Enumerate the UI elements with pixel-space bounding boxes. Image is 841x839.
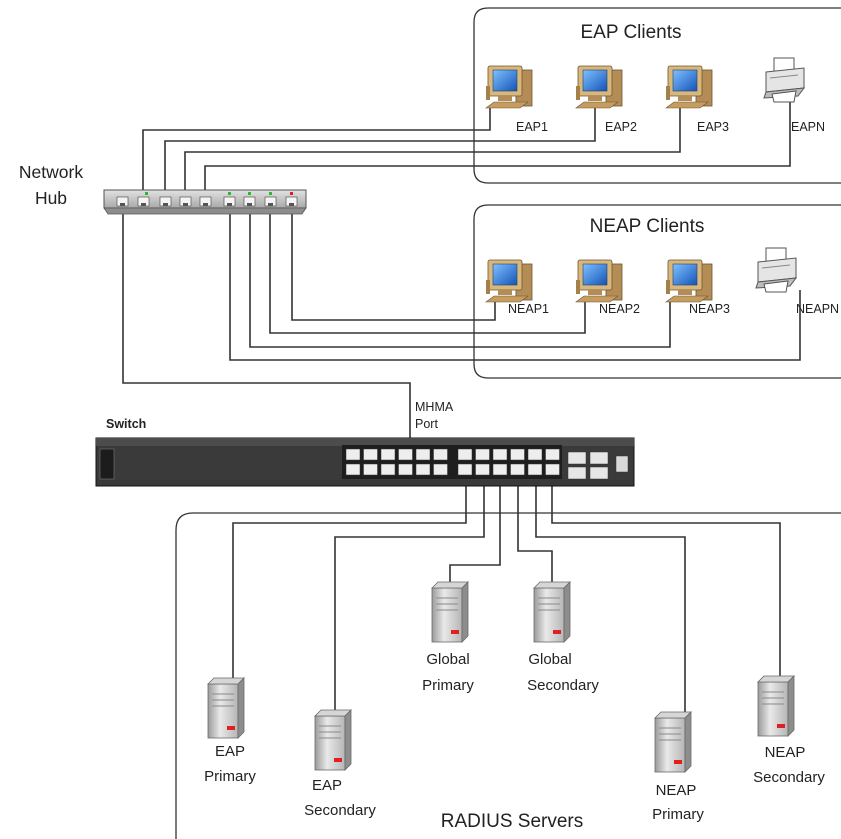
neap1-label: NEAP1 — [508, 302, 549, 316]
switch-port-icon — [380, 463, 396, 476]
eap1-computer-icon — [485, 65, 533, 109]
neap2-label: NEAP2 — [599, 302, 640, 316]
switch-port-icon — [475, 463, 490, 476]
mhma-port-line1: MHMA — [415, 400, 454, 414]
network-hub-icon — [103, 189, 307, 215]
global-primary-label-line2: Primary — [422, 677, 474, 694]
neapn-printer-icon — [755, 247, 797, 293]
eap3-computer-icon — [665, 65, 713, 109]
hub-label-line1: Network — [19, 162, 83, 182]
global-secondary-label-line2: Secondary — [527, 677, 599, 694]
switch-port-icon — [492, 463, 508, 476]
switch-port-icon — [457, 448, 473, 461]
global-secondary-server-icon — [533, 581, 571, 643]
neap3-label: NEAP3 — [689, 302, 730, 316]
eap-wires — [142, 98, 791, 198]
neap-primary-label-line1: NEAP — [656, 782, 697, 799]
switch-port-icon — [545, 448, 560, 461]
global-primary-label-line1: Global — [426, 651, 469, 668]
neap-secondary-label-line2: Secondary — [753, 769, 825, 786]
eap-secondary-label-line1: EAP — [312, 777, 342, 794]
hub-label-line2: Hub — [35, 188, 67, 208]
neapn-label: NEAPN — [796, 302, 839, 316]
eap-secondary-server-icon — [314, 709, 352, 771]
eap-clients-title: EAP Clients — [580, 22, 681, 43]
eapn-label: EAPN — [791, 120, 825, 134]
eap-clients-group-border — [473, 7, 841, 184]
switch-port-icon — [545, 463, 560, 476]
switch-port-icon — [433, 448, 448, 461]
switch-label: Switch — [106, 417, 146, 431]
switch-port-icon — [527, 463, 543, 476]
switch-port-icon — [415, 463, 431, 476]
mhma-uplink-wire — [122, 210, 411, 449]
network-switch-icon — [95, 437, 635, 487]
eap-primary-label-line2: Primary — [204, 768, 256, 785]
eap-secondary-label-line2: Secondary — [304, 802, 376, 819]
switch-port-icon — [415, 448, 431, 461]
switch-port-icon — [345, 448, 361, 461]
eap2-computer-icon — [575, 65, 623, 109]
switch-port-icon — [433, 463, 448, 476]
switch-port-icon — [380, 448, 396, 461]
eap2-label: EAP2 — [605, 120, 637, 134]
mhma-port-line2: Port — [415, 417, 438, 431]
neap-clients-title: NEAP Clients — [590, 216, 705, 237]
radius-servers-title: RADIUS Servers — [441, 811, 584, 832]
neap3-computer-icon — [665, 259, 713, 303]
switch-port-icon — [457, 463, 473, 476]
global-primary-server-icon — [431, 581, 469, 643]
switch-port-icon — [475, 448, 490, 461]
switch-port-icon — [363, 448, 378, 461]
eap-primary-server-icon — [207, 677, 245, 739]
neap-clients-group-border — [473, 204, 841, 379]
neap-primary-server-icon — [654, 711, 692, 773]
switch-port-icon — [398, 463, 413, 476]
eap-primary-label-line1: EAP — [215, 743, 245, 760]
global-secondary-label-line1: Global — [528, 651, 571, 668]
eapn-printer-icon — [763, 57, 805, 103]
switch-port-icon — [398, 448, 413, 461]
radius-wires — [232, 470, 781, 712]
switch-port-icon — [363, 463, 378, 476]
switch-port-icon — [510, 463, 525, 476]
neap2-computer-icon — [575, 259, 623, 303]
neap1-computer-icon — [485, 259, 533, 303]
neap-secondary-server-icon — [757, 675, 795, 737]
switch-port-icon — [510, 448, 525, 461]
neap-primary-label-line2: Primary — [652, 806, 704, 823]
switch-port-icon — [345, 463, 361, 476]
eap3-label: EAP3 — [697, 120, 729, 134]
eap1-label: EAP1 — [516, 120, 548, 134]
switch-port-icon — [527, 448, 543, 461]
radius-servers-group-border — [175, 512, 841, 839]
neap-secondary-label-line1: NEAP — [765, 744, 806, 761]
switch-port-icon — [492, 448, 508, 461]
neap-wires — [229, 210, 801, 361]
